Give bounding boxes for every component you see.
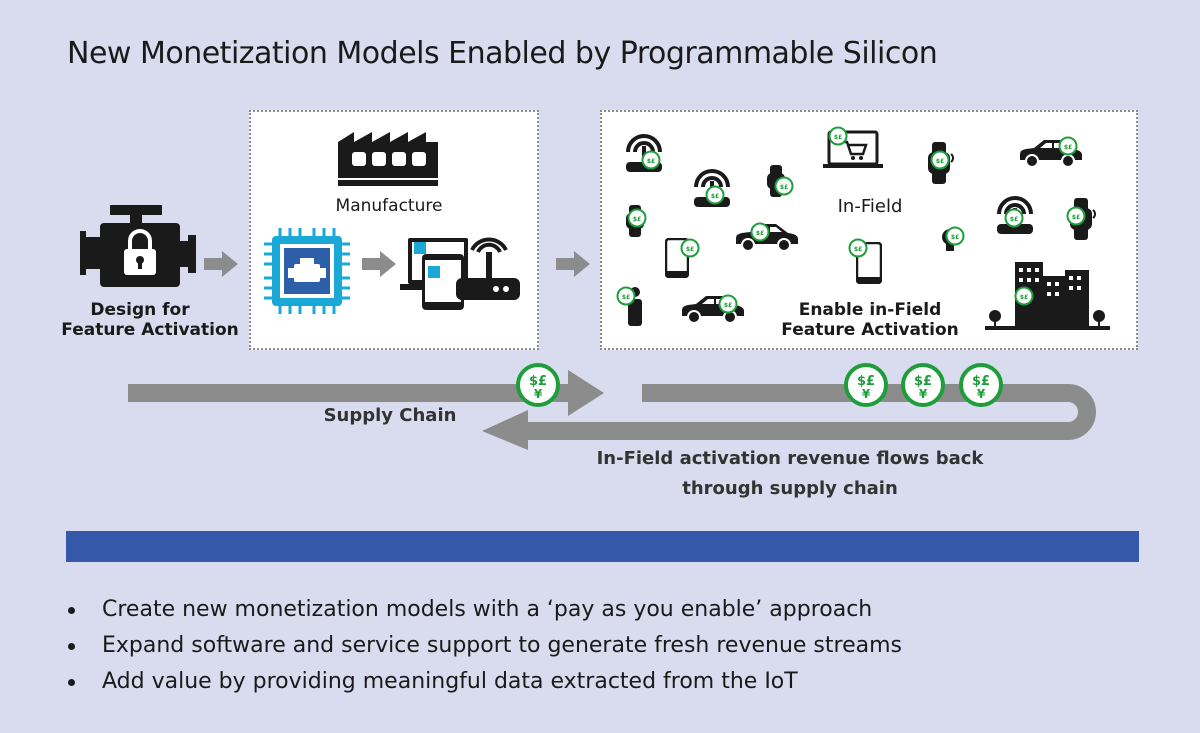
enable-label-line1: Enable in-Field xyxy=(798,300,942,320)
svg-text:$£: $£ xyxy=(857,374,875,389)
page-title: New Monetization Models Enabled by Progr… xyxy=(67,36,938,71)
svg-text:$£: $£ xyxy=(1020,294,1028,301)
svg-text:¥: ¥ xyxy=(534,387,543,401)
svg-text:$£: $£ xyxy=(972,374,990,389)
bullet-text: Create new monetization models with a ‘p… xyxy=(102,597,873,622)
design-label-line2: Feature Activation xyxy=(61,320,239,340)
bullet-dot xyxy=(68,607,75,614)
enable-label-line2: Feature Activation xyxy=(781,320,959,340)
in-field-label: In-Field xyxy=(837,196,903,217)
coin-icon: $£ xyxy=(1058,136,1078,156)
arrow-right-icon xyxy=(204,251,238,277)
bullet-item: Create new monetization models with a ‘p… xyxy=(66,595,902,631)
coin-icon: $£ ¥ xyxy=(844,363,888,407)
svg-text:$£: $£ xyxy=(529,374,547,389)
coin-icon: $£ xyxy=(848,238,868,258)
svg-text:¥: ¥ xyxy=(977,387,986,401)
svg-text:$£: $£ xyxy=(756,230,764,237)
bullet-text: Expand software and service support to g… xyxy=(102,633,902,658)
bullet-item: Add value by providing meaningful data e… xyxy=(66,667,902,703)
svg-text:$£: $£ xyxy=(1064,144,1072,151)
coin-icon: $£ xyxy=(680,238,700,258)
coin-icon: $£ ¥ xyxy=(516,363,560,407)
coin-icon: $£ xyxy=(627,208,647,228)
bullet-dot xyxy=(68,679,75,686)
factory-icon xyxy=(338,132,438,186)
coin-icon: $£ xyxy=(945,226,965,246)
svg-text:¥: ¥ xyxy=(862,387,871,401)
supply-chain-label: Supply Chain xyxy=(323,405,457,426)
coin-icon: $£ xyxy=(750,222,770,242)
svg-text:$£: $£ xyxy=(686,246,694,253)
coin-icon: $£ xyxy=(718,294,738,314)
supply-chain-arrow xyxy=(128,370,604,416)
svg-text:$£: $£ xyxy=(780,184,788,191)
phone-icon xyxy=(665,238,689,278)
revenue-return-arrow xyxy=(482,384,1096,450)
arrow-right-icon xyxy=(362,251,396,277)
svg-text:$£: $£ xyxy=(1010,216,1018,223)
bullet-list: Create new monetization models with a ‘p… xyxy=(66,595,902,703)
engine-lock-icon xyxy=(80,205,196,287)
revenue-label-line1: In-Field activation revenue flows back xyxy=(596,448,984,469)
arrow-right-icon xyxy=(556,251,590,277)
coin-icon: $£ xyxy=(1014,286,1034,306)
accent-bar xyxy=(66,531,1139,562)
bullet-text: Add value by providing meaningful data e… xyxy=(102,669,798,694)
svg-text:$£: $£ xyxy=(647,158,655,165)
coin-icon: $£ xyxy=(1004,208,1024,228)
coin-icon: $£ xyxy=(616,286,636,306)
svg-text:$£: $£ xyxy=(724,302,732,309)
coin-icon: $£ xyxy=(774,176,794,196)
laptop-cart-icon xyxy=(823,130,883,168)
manufacture-label: Manufacture xyxy=(335,196,443,216)
svg-text:$£: $£ xyxy=(622,294,630,301)
svg-text:$£: $£ xyxy=(914,374,932,389)
svg-text:$£: $£ xyxy=(1072,214,1080,221)
bullet-dot xyxy=(68,643,75,650)
chip-icon xyxy=(264,228,350,314)
devices-icon xyxy=(400,237,520,310)
city-icon xyxy=(985,262,1110,330)
svg-text:$£: $£ xyxy=(633,216,641,223)
svg-text:$£: $£ xyxy=(834,134,842,141)
coin-icon: $£ ¥ xyxy=(959,363,1003,407)
coin-icon: $£ xyxy=(641,150,661,170)
coin-icon: $£ xyxy=(1066,206,1086,226)
coin-icon: $£ ¥ xyxy=(901,363,945,407)
revenue-label-line2: through supply chain xyxy=(682,478,898,499)
svg-text:$£: $£ xyxy=(711,193,719,200)
svg-text:$£: $£ xyxy=(936,158,944,165)
coin-icon: $£ xyxy=(930,150,950,170)
coin-icon: $£ xyxy=(705,185,725,205)
coin-icon: $£ xyxy=(828,126,848,146)
svg-text:¥: ¥ xyxy=(919,387,928,401)
svg-text:$£: $£ xyxy=(854,246,862,253)
svg-text:$£: $£ xyxy=(951,234,959,241)
design-label-line1: Design for xyxy=(90,300,190,320)
bullet-item: Expand software and service support to g… xyxy=(66,631,902,667)
phone-icon xyxy=(856,242,882,284)
